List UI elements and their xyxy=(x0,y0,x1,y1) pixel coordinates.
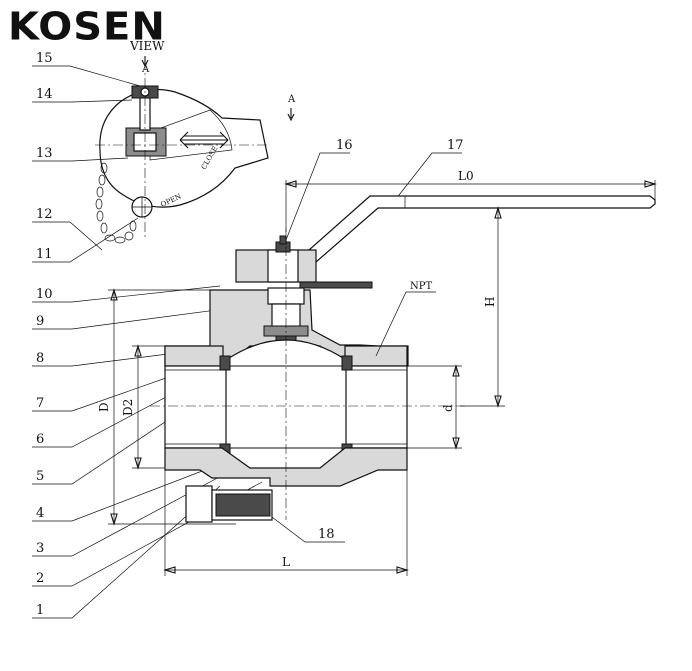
dimension-lines: L0 H D D2 d L xyxy=(97,94,657,576)
part-label-4: 4 xyxy=(36,506,44,521)
valve-section xyxy=(150,195,656,523)
view-arrow-label-a-main: A xyxy=(287,94,296,105)
dim-label-d: D xyxy=(97,402,111,412)
view-label: VIEW xyxy=(129,39,165,53)
part-label-3: 3 xyxy=(36,541,44,556)
part-label-15: 15 xyxy=(36,51,53,66)
part-callouts: 15 14 13 12 11 10 9 8 7 6 5 4 3 xyxy=(32,51,464,619)
part-label-17: 17 xyxy=(447,138,464,153)
part-label-7: 7 xyxy=(36,396,44,411)
part-label-13: 13 xyxy=(36,146,53,161)
part-label-10: 10 xyxy=(36,287,53,302)
dim-label-bore: d xyxy=(441,404,455,412)
part-label-14: 14 xyxy=(36,87,53,102)
dim-label-d2: D2 xyxy=(121,399,135,416)
part-label-5: 5 xyxy=(36,469,44,484)
part-label-6: 6 xyxy=(36,432,44,447)
part-label-2: 2 xyxy=(36,571,44,586)
part-label-12: 12 xyxy=(36,207,53,222)
part-label-8: 8 xyxy=(36,351,44,366)
kosen-logo: KOSEN xyxy=(8,5,166,49)
part-label-18: 18 xyxy=(318,527,335,542)
view-arrow-label-a: A xyxy=(141,64,150,75)
part-label-11: 11 xyxy=(36,247,53,262)
dim-label-l0: L0 xyxy=(458,169,474,183)
dim-label-l: L xyxy=(282,555,290,569)
part-label-1: 1 xyxy=(36,603,44,618)
chain xyxy=(95,162,137,244)
thread-label-npt: NPT xyxy=(410,281,432,292)
part-label-9: 9 xyxy=(36,314,44,329)
view-a-detail: VIEW A CLOSE OPEN xyxy=(95,39,270,244)
dim-label-h: H xyxy=(483,297,497,307)
part-label-16: 16 xyxy=(336,138,353,153)
